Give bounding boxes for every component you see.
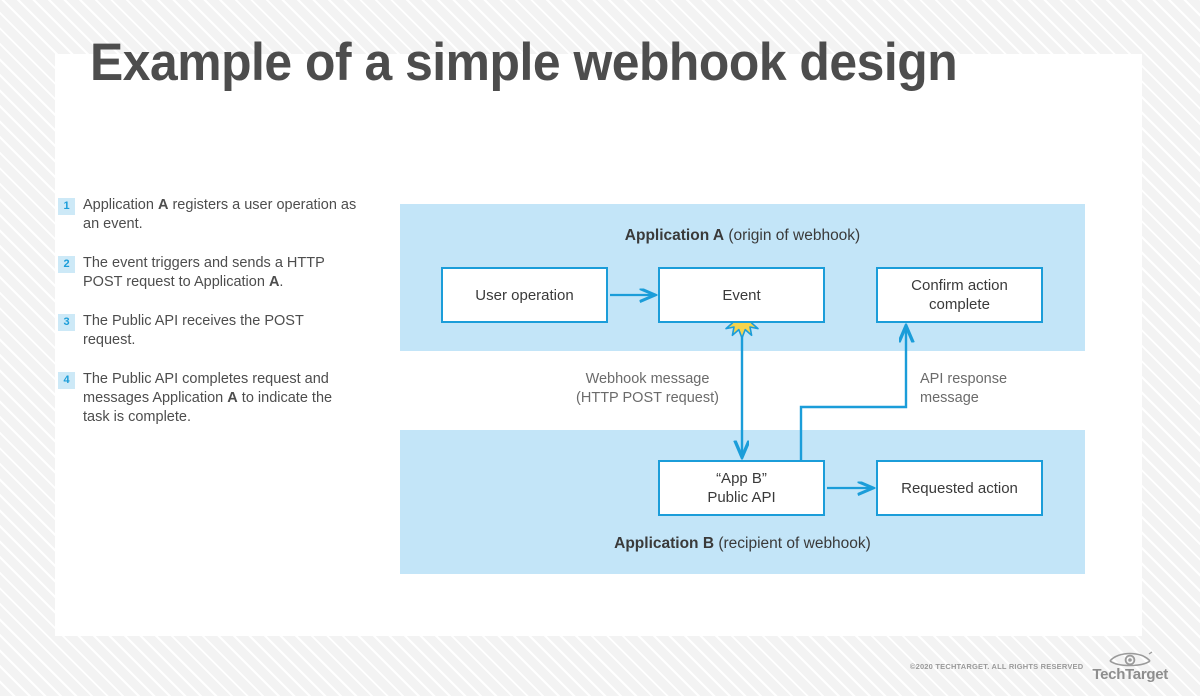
- list-item: 3 The Public API receives the POST reque…: [58, 312, 358, 350]
- box-confirm-action: Confirm action complete: [876, 267, 1043, 323]
- box-user-operation: User operation: [441, 267, 608, 323]
- step-number-badge: 1: [58, 198, 75, 215]
- label-api-response-line2: message: [920, 390, 979, 406]
- steps-list: 1 Application A registers a user operati…: [58, 196, 358, 447]
- footer: ©2020 TECHTARGET. ALL RIGHTS RESERVED Te…: [910, 650, 1168, 682]
- panel-a-title-rest: (origin of webhook): [724, 227, 861, 244]
- page-title: Example of a simple webhook design: [90, 33, 958, 92]
- step-text-plain: The event triggers and sends a HTTP POST…: [83, 255, 325, 290]
- box-confirm-action-line2: complete: [929, 296, 990, 313]
- eye-icon: [1109, 651, 1153, 667]
- panel-b-title: Application B (recipient of webhook): [400, 535, 1085, 553]
- list-item: 1 Application A registers a user operati…: [58, 196, 358, 234]
- list-item: 4 The Public API completes request and m…: [58, 370, 358, 427]
- label-webhook-message-line2: (HTTP POST request): [576, 390, 719, 406]
- step-text: The Public API completes request and mes…: [83, 370, 358, 427]
- techtarget-logo: TechTarget: [1092, 650, 1168, 682]
- label-webhook-message: Webhook message (HTTP POST request): [545, 370, 750, 408]
- copyright-text: ©2020 TECHTARGET. ALL RIGHTS RESERVED: [909, 661, 1084, 671]
- step-number-badge: 4: [58, 372, 75, 389]
- label-api-response: API response message: [920, 370, 1090, 408]
- step-text: The Public API receives the POST request…: [83, 312, 358, 350]
- box-requested-action-label: Requested action: [901, 479, 1018, 497]
- panel-b-title-rest: (recipient of webhook): [714, 535, 871, 552]
- webhook-diagram: Application A (origin of webhook) Applic…: [400, 204, 1085, 574]
- box-public-api: “App B” Public API: [658, 460, 825, 516]
- box-event-label: Event: [722, 286, 761, 304]
- box-public-api-line1: “App B”: [716, 470, 767, 487]
- label-api-response-line1: API response: [920, 371, 1008, 387]
- box-event: Event: [658, 267, 825, 323]
- box-confirm-action-label: Confirm action complete: [911, 276, 1008, 314]
- step-text-plain: The Public API receives the POST request…: [83, 313, 304, 348]
- panel-a-title: Application A (origin of webhook): [400, 227, 1085, 245]
- step-text: The event triggers and sends a HTTP POST…: [83, 254, 358, 292]
- box-confirm-action-line1: Confirm action: [911, 277, 1008, 294]
- box-public-api-label: “App B” Public API: [707, 469, 775, 507]
- step-text-plain: The Public API completes request and mes…: [83, 371, 333, 425]
- step-text: Application A registers a user operation…: [83, 196, 358, 234]
- list-item: 2 The event triggers and sends a HTTP PO…: [58, 254, 358, 292]
- step-text-plain: Application A registers a user operation…: [83, 197, 357, 232]
- step-number-badge: 3: [58, 314, 75, 331]
- arrow-api-response: [799, 327, 906, 460]
- techtarget-wordmark: TechTarget: [1092, 666, 1168, 683]
- box-public-api-line2: Public API: [707, 489, 776, 506]
- panel-b-title-bold: Application B: [614, 535, 715, 552]
- label-webhook-message-line1: Webhook message: [585, 371, 710, 387]
- box-requested-action: Requested action: [876, 460, 1043, 516]
- step-number-badge: 2: [58, 256, 75, 273]
- panel-a-title-bold: Application A: [624, 227, 725, 244]
- box-user-operation-label: User operation: [475, 286, 574, 304]
